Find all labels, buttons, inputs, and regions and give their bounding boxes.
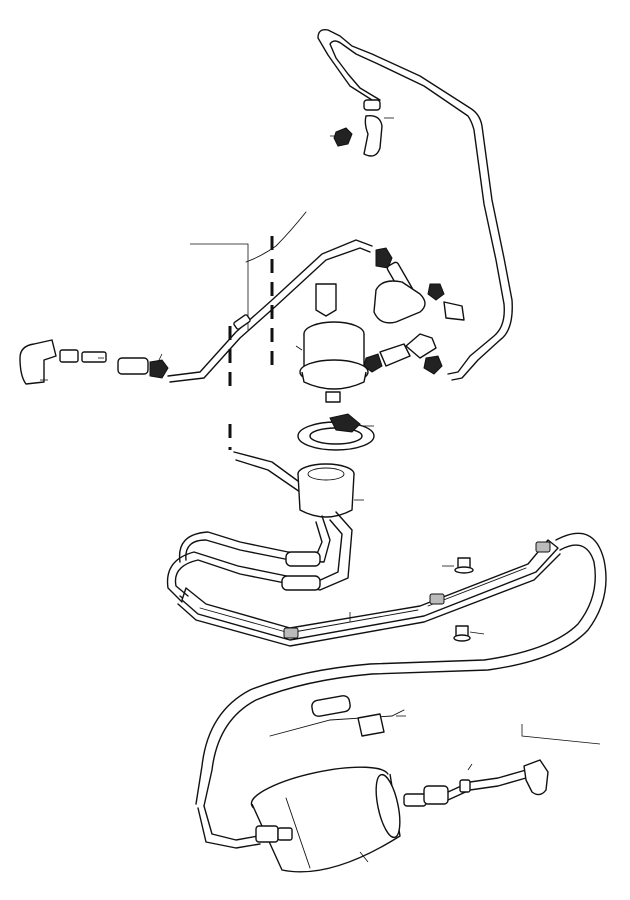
- pressure-regulator: [295, 321, 369, 403]
- upper-hose-connector: [330, 99, 394, 157]
- filter-connectors: [197, 759, 549, 849]
- mounting-bolts: [442, 557, 485, 642]
- group-bracket-left: [190, 243, 249, 330]
- regulator-clamp: [297, 413, 375, 451]
- return-fuel-line-upper: [317, 28, 513, 381]
- pressure-line-connectors: [315, 247, 465, 375]
- group-bracket-right: [521, 724, 601, 745]
- left-hose-assembly: [19, 239, 373, 385]
- regulator-holder-cup: [233, 451, 364, 518]
- tank-outline-hint: [245, 211, 307, 263]
- phantom-dashed-lines: [228, 236, 274, 450]
- fuel-filter: [250, 766, 401, 873]
- feed-hoses: [166, 511, 353, 603]
- fuel-rail: [177, 539, 561, 647]
- supply-hose-lower: [195, 532, 607, 807]
